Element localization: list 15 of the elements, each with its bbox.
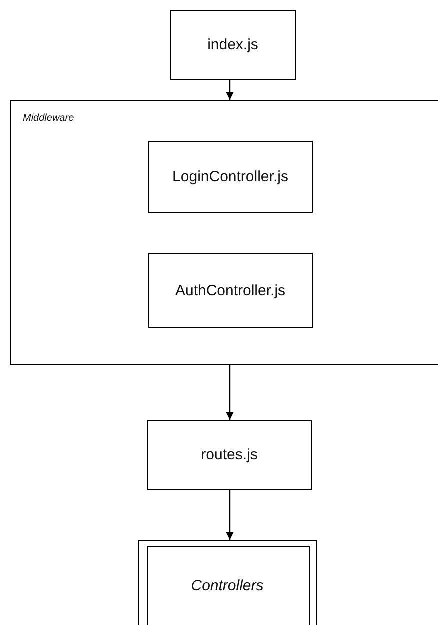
node-label: index.js [206,36,260,54]
process-box [148,253,313,328]
group-container [10,100,438,365]
node-label: Controllers [190,578,265,594]
process-box [148,141,313,213]
process-box [170,10,296,80]
group-label: Middleware [23,113,74,124]
node-label: AuthController.js [174,282,287,299]
double-border-box [138,540,317,625]
process-box [147,420,312,490]
arrow [226,365,234,420]
node-label: routes.js [200,446,259,464]
node-label: LoginController.js [172,168,290,186]
arrow [226,490,234,540]
arrow [226,80,234,100]
